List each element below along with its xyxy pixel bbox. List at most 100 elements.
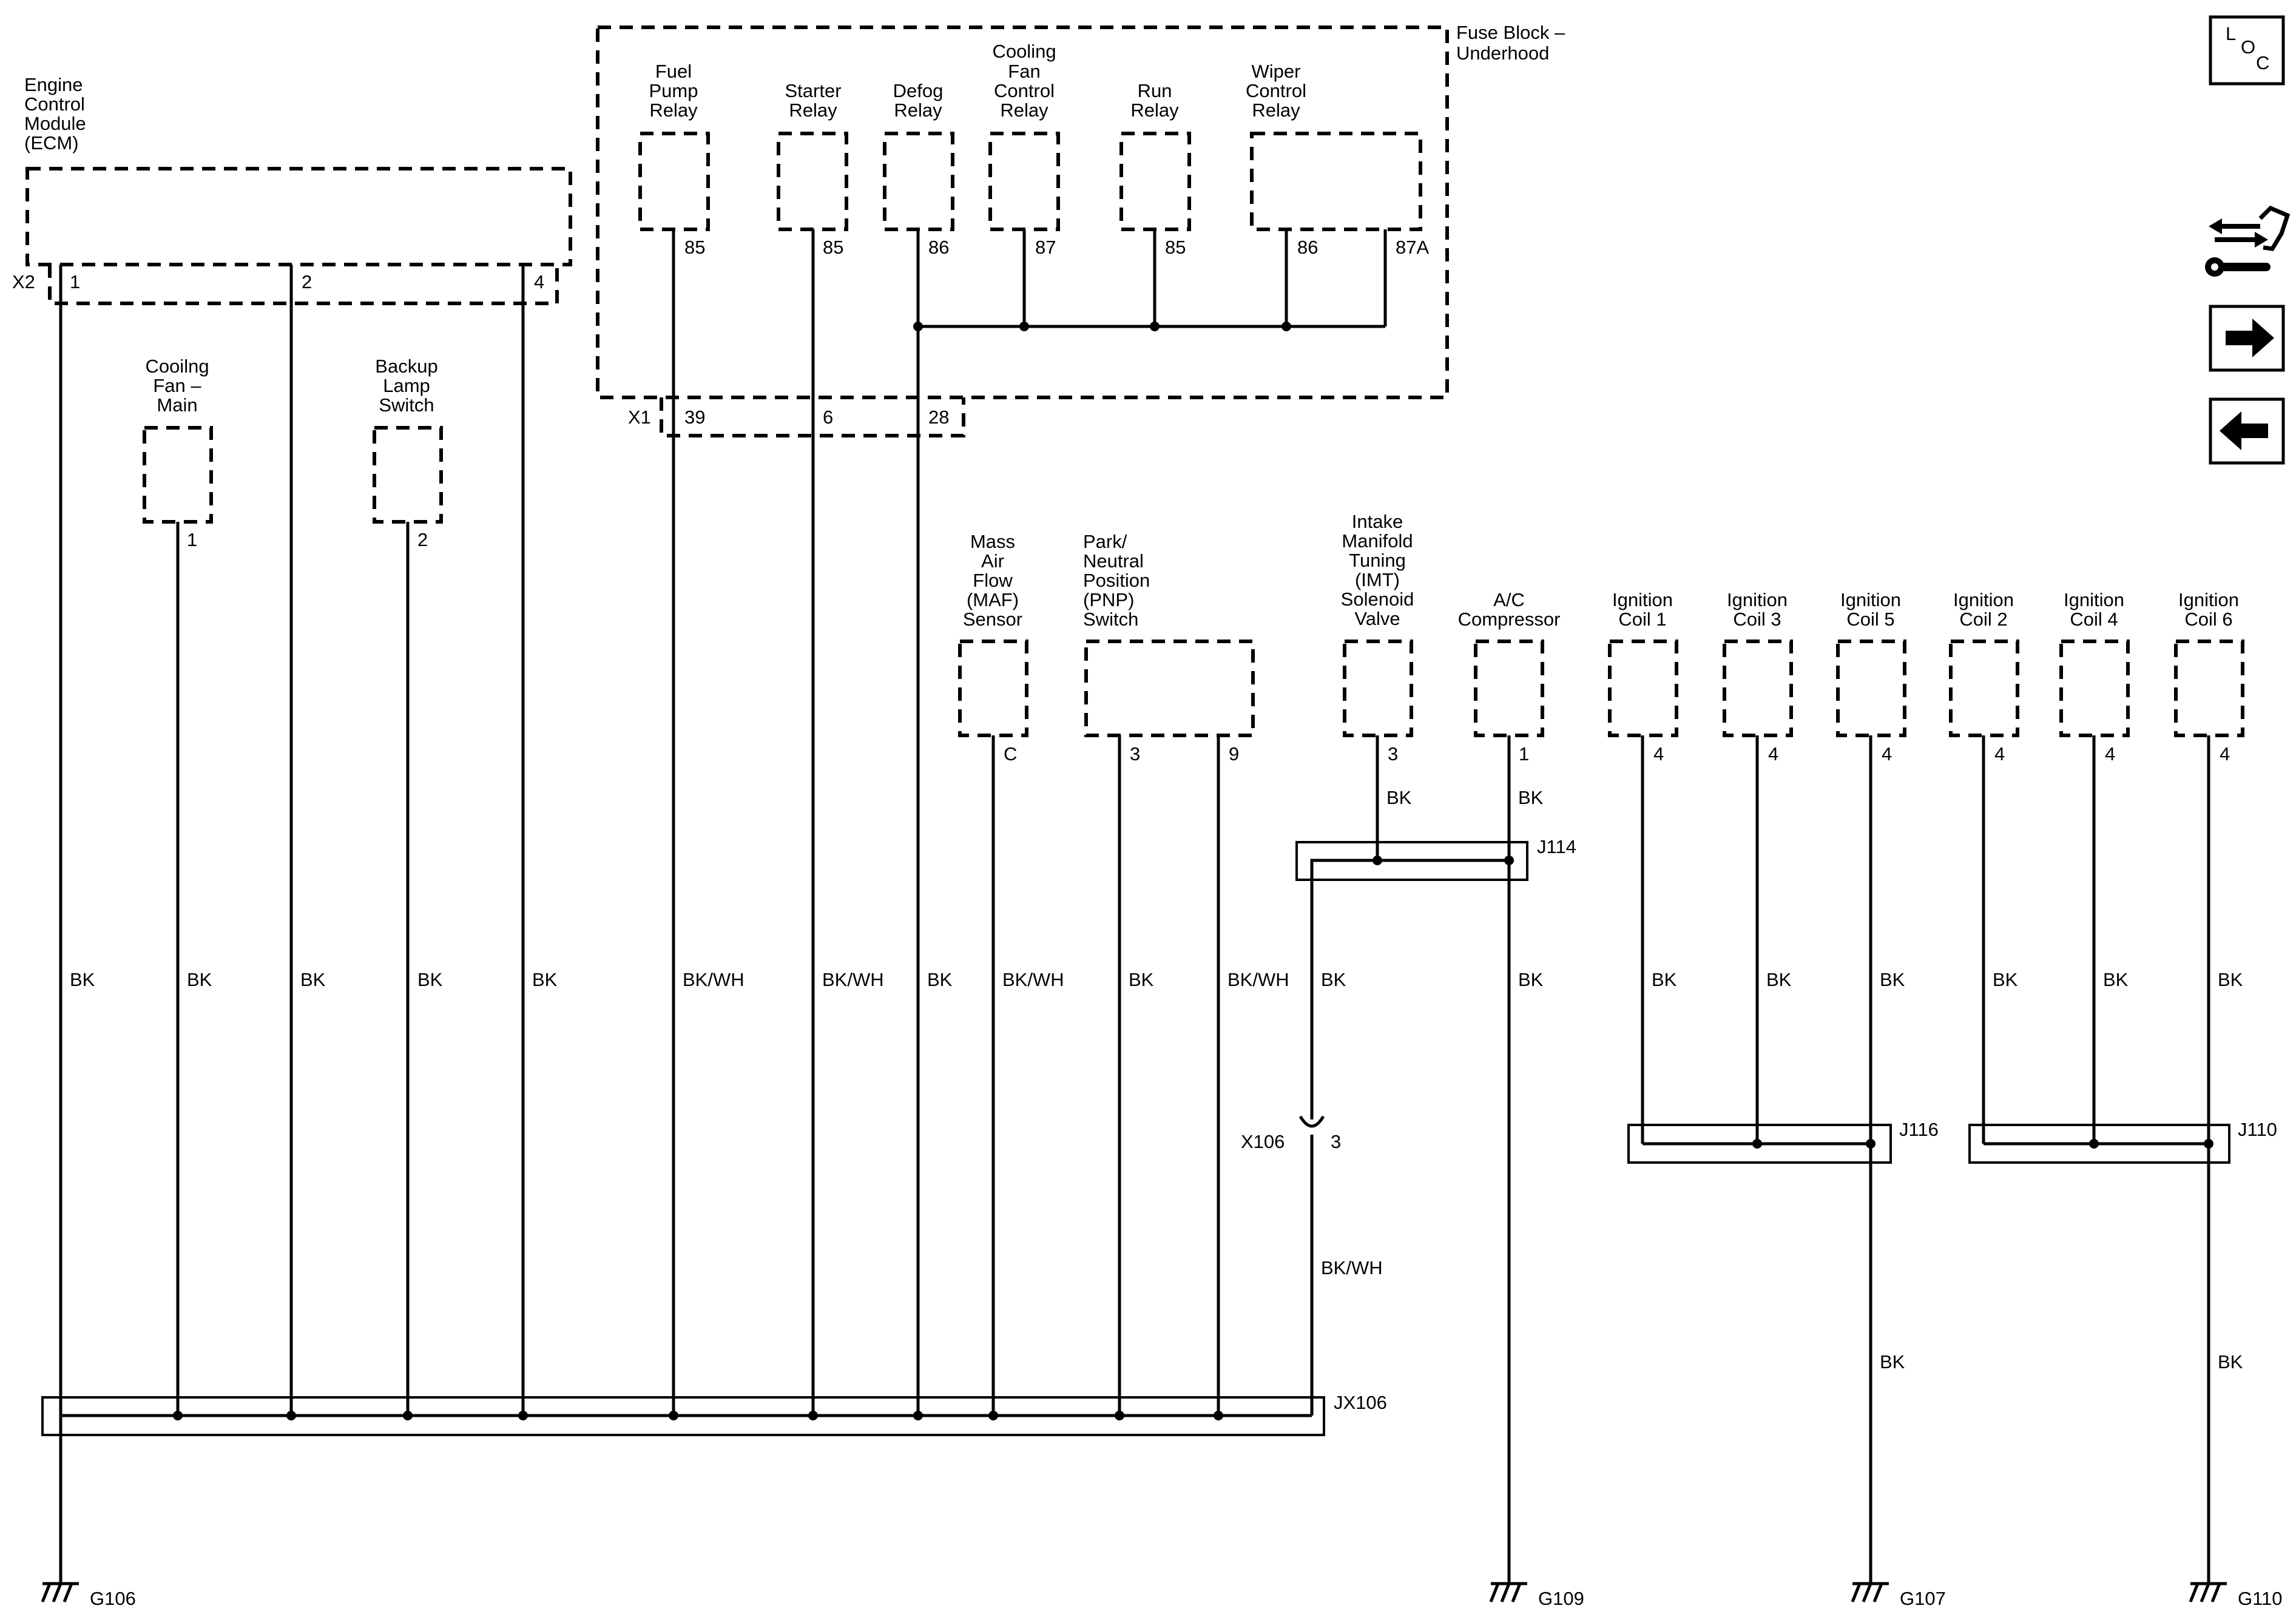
component-label-line: Main bbox=[157, 394, 197, 416]
j110-outline bbox=[1968, 1124, 2230, 1164]
wire-color-label: BK/WH bbox=[1227, 969, 1289, 990]
wiper-control-relay-box bbox=[1250, 132, 1422, 231]
splice-dot bbox=[403, 1411, 413, 1420]
jx106-outline bbox=[41, 1396, 1325, 1436]
component-label-line: Ignition bbox=[2178, 589, 2239, 610]
component-label-line: Coil 1 bbox=[1618, 609, 1666, 630]
component-pin: 2 bbox=[417, 529, 428, 550]
maf-sensor: Mass Air Flow (MAF) Sensor C bbox=[958, 531, 1028, 765]
component-pin: 4 bbox=[1768, 743, 1778, 765]
ignition-coil-4: Ignition Coil 4 4 bbox=[2059, 589, 2130, 765]
splice-dot bbox=[2204, 1139, 2213, 1149]
component-label-line: (MAF) bbox=[967, 589, 1019, 610]
ground-g106: G106 bbox=[41, 1582, 136, 1609]
relay-pin: 87 bbox=[1035, 237, 1056, 258]
ignition-coil-1: Ignition Coil 1 4 bbox=[1608, 589, 1678, 765]
splice-dot bbox=[1214, 1411, 1223, 1420]
splice-jx106: JX106 bbox=[41, 1392, 1387, 1436]
component-label-line: Mass bbox=[970, 531, 1015, 552]
component-label-line: Coil 6 bbox=[2184, 609, 2232, 630]
component-label-line: Compressor bbox=[1458, 609, 1561, 630]
relay-bus bbox=[913, 229, 1387, 331]
relay-label-line: Relay bbox=[1130, 100, 1179, 121]
relay-label-line: Relay bbox=[894, 100, 942, 121]
component-label-line: Coil 4 bbox=[2070, 609, 2118, 630]
ignition-coil-box bbox=[2174, 640, 2244, 737]
wiper-control-relay: Wiper Control Relay 86 87A bbox=[1246, 61, 1429, 258]
loc-letter-l: L bbox=[2226, 23, 2236, 44]
splice-dot bbox=[808, 1411, 818, 1420]
component-label-line: Ignition bbox=[1612, 589, 1673, 610]
splice-j110: J110 bbox=[1968, 1119, 2277, 1164]
connector-view-icon[interactable] bbox=[2205, 205, 2291, 277]
wire-color-label: BK bbox=[927, 969, 953, 990]
fuse-block-connector-label: X1 bbox=[628, 407, 651, 428]
relay-pin: 85 bbox=[823, 237, 843, 258]
relay-label-line: Wiper bbox=[1252, 61, 1301, 82]
component-label-line: Ignition bbox=[2064, 589, 2124, 610]
wire-color-label: BK/WH bbox=[822, 969, 884, 990]
ecm-pin: 1 bbox=[70, 271, 80, 292]
splice-dot bbox=[1373, 856, 1382, 865]
cooling-fan-control-relay-box bbox=[988, 132, 1060, 231]
fuse-block-cavity: 28 bbox=[928, 407, 949, 428]
component-pin: 1 bbox=[187, 529, 197, 550]
fuse-block-cavity: 39 bbox=[684, 407, 705, 428]
loc-icon[interactable]: L O C bbox=[2209, 15, 2285, 86]
relay-label-line: Relay bbox=[649, 100, 698, 121]
relay-pin: 85 bbox=[684, 237, 705, 258]
x106-connector: X106 3 bbox=[1241, 1101, 1341, 1152]
component-pin: C bbox=[1004, 743, 1017, 765]
ac-box bbox=[1474, 640, 1544, 737]
j114-label: J114 bbox=[1537, 836, 1576, 857]
component-label-line: Coil 3 bbox=[1733, 609, 1781, 630]
relay-pin: 85 bbox=[1165, 237, 1186, 258]
loc-letter-c: C bbox=[2256, 52, 2269, 73]
fuse-block-cavity: 6 bbox=[823, 407, 833, 428]
back-arrow-icon[interactable] bbox=[2209, 397, 2285, 465]
fuse-block-title-line2: Underhood bbox=[1456, 42, 1549, 64]
next-arrow-icon[interactable] bbox=[2209, 305, 2285, 372]
component-label-line: Solenoid bbox=[1341, 589, 1414, 610]
wire-color-label: BK/WH bbox=[1002, 969, 1064, 990]
ignition-coil-2: Ignition Coil 2 4 bbox=[1949, 589, 2019, 765]
jx106-label: JX106 bbox=[1334, 1392, 1387, 1413]
ignition-coil-box bbox=[1949, 640, 2019, 737]
ecm-label-line: Engine bbox=[24, 74, 83, 95]
wire-color-labels: BK BK BK BK BK BK/WH BK/WH BK BK/WH BK B… bbox=[70, 787, 2243, 1372]
engine-control-module: Engine Control Module (ECM) X2 1 2 4 bbox=[12, 74, 572, 305]
splice-dot bbox=[1281, 322, 1291, 331]
ecm-x2-connector bbox=[48, 265, 559, 305]
relay-label-line: Defog bbox=[893, 80, 944, 101]
component-label-line: Park/ bbox=[1083, 531, 1127, 552]
relay-label-line: Relay bbox=[1000, 100, 1048, 121]
splice-dot bbox=[1150, 322, 1160, 331]
wire-color-label: BK bbox=[1880, 969, 1905, 990]
relay-label-line: Cooling bbox=[992, 41, 1056, 62]
fuse-block-underhood: Fuse Block – Underhood X1 bbox=[596, 22, 1565, 437]
j116-outline bbox=[1627, 1124, 1892, 1164]
cooling-fan-box bbox=[143, 426, 213, 524]
ecm-label-line: Module bbox=[24, 113, 86, 134]
relay-pin: 86 bbox=[1297, 237, 1318, 258]
component-label-line: Valve bbox=[1354, 608, 1400, 629]
component-pin: 3 bbox=[1388, 743, 1398, 765]
j116-label: J116 bbox=[1899, 1119, 1939, 1140]
cooling-fan-control-relay: Cooling Fan Control Relay 87 bbox=[988, 41, 1060, 258]
ecm-pin: 4 bbox=[534, 271, 544, 292]
component-label-line: Switch bbox=[379, 394, 434, 416]
component-label-line: Neutral bbox=[1083, 550, 1144, 572]
fuel-pump-relay-box bbox=[638, 132, 710, 231]
component-label-line: Intake bbox=[1352, 511, 1403, 532]
ignition-coil-6: Ignition Coil 6 4 bbox=[2174, 589, 2244, 765]
ecm-label-line: (ECM) bbox=[24, 132, 79, 154]
j110-label: J110 bbox=[2238, 1119, 2277, 1140]
wire-color-label: BK bbox=[1993, 969, 2018, 990]
ecm-pin: 2 bbox=[302, 271, 312, 292]
ignition-coil-box bbox=[2059, 640, 2130, 737]
splice-dot bbox=[286, 1411, 296, 1420]
loc-letter-o: O bbox=[2241, 36, 2255, 58]
wire-color-label: BK bbox=[1766, 969, 1792, 990]
wires bbox=[59, 229, 2210, 1584]
